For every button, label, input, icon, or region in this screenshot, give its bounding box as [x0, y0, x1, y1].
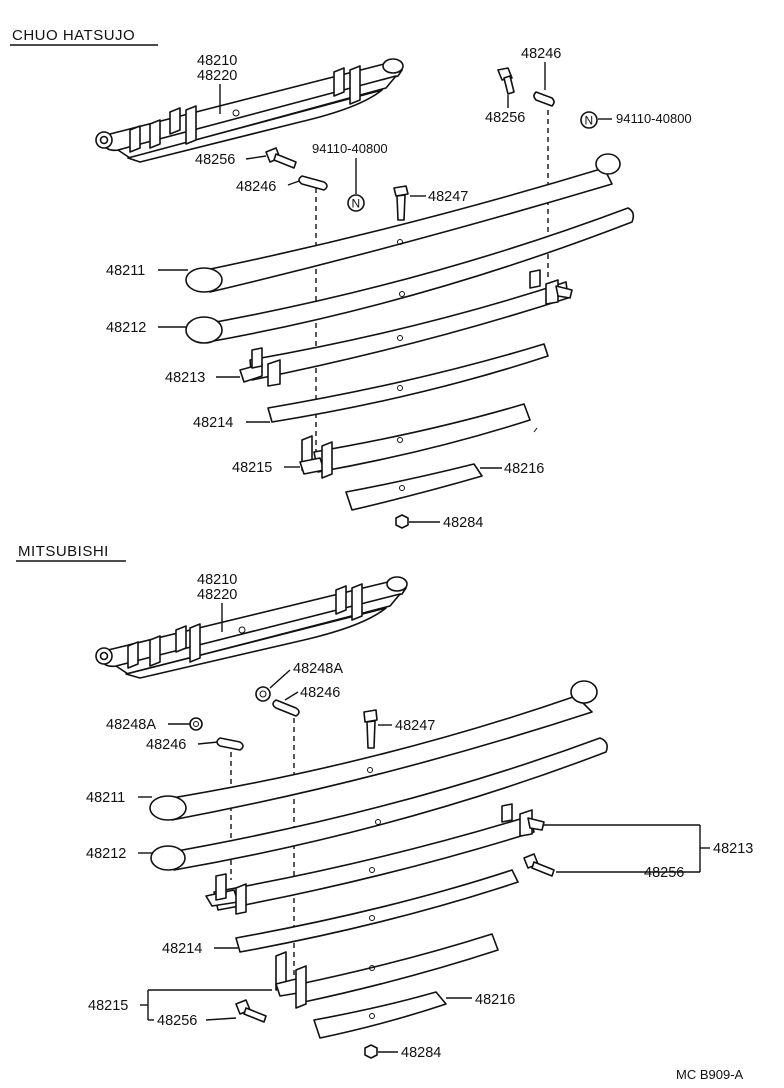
- label-leaf-48215: 48215: [232, 460, 272, 476]
- nut-icon: [364, 1044, 378, 1059]
- leader-bolt-48256-lower: [205, 1017, 237, 1021]
- label-pin-left: 48246: [146, 737, 186, 753]
- bushing-icon: [255, 686, 271, 702]
- leaf-48213: [205, 803, 545, 915]
- leader-bush-center: [269, 669, 291, 689]
- label-pin-48246-right: 48246: [521, 46, 561, 62]
- nut-symbol-right: N: [585, 114, 594, 128]
- bolt-icon: [235, 999, 267, 1023]
- leaf-48216: [313, 991, 447, 1039]
- label-leaf-48213: 48213: [165, 370, 205, 386]
- leaf-48216: [345, 463, 483, 511]
- diagram-code: MC B909-A: [676, 1067, 744, 1082]
- leaf-48211: [185, 153, 621, 293]
- bolt-icon: [265, 147, 297, 169]
- label-bolt-48256-lower: 48256: [157, 1013, 197, 1029]
- nut-icon: [395, 514, 409, 529]
- leaf-48215: [275, 933, 499, 1009]
- section-title-chuo-hatsujo: CHUO HATSUJO: [12, 27, 135, 44]
- pin-icon: [298, 175, 328, 191]
- leader-bolt-48256-left: [245, 155, 267, 160]
- label-assy-48220: 48220: [197, 587, 237, 603]
- leaf-48215: [299, 403, 531, 479]
- label-leaf-48213: 48213: [713, 841, 753, 857]
- leaf-48212: [185, 207, 635, 344]
- bolt-icon: [363, 709, 378, 749]
- bushing-icon: [189, 717, 203, 731]
- label-bolt-48247: 48247: [395, 718, 435, 734]
- label-bolt-48247: 48247: [428, 189, 468, 205]
- nut-symbol-center: N: [352, 197, 361, 211]
- leaf-48213: [239, 269, 573, 387]
- label-leaf-48216: 48216: [475, 992, 515, 1008]
- label-assy-48210: 48210: [197, 53, 237, 69]
- pin-icon: [533, 91, 555, 107]
- leaf-48211: [149, 680, 598, 821]
- label-leaf-48214: 48214: [162, 941, 202, 957]
- nut-icon: N: [347, 194, 365, 212]
- label-bush-left: 48248A: [106, 717, 156, 733]
- section-title-mitsubishi: MITSUBISHI: [18, 543, 109, 560]
- label-assy-48220: 48220: [197, 68, 237, 84]
- section-mitsubishi: MITSUBISHI 48210 48220 48248A: [16, 543, 753, 1061]
- label-bolt-48256-left: 48256: [195, 152, 235, 168]
- label-leaf-48216: 48216: [504, 461, 544, 477]
- label-leaf-48214: 48214: [193, 415, 233, 431]
- leaf-48214: [235, 869, 519, 953]
- label-bolt-48256-right: 48256: [485, 110, 525, 126]
- label-nut-ref-right: 94110-40800: [616, 111, 692, 126]
- label-bolt-48256-right: 48256: [644, 865, 684, 881]
- label-leaf-48212: 48212: [106, 320, 146, 336]
- bolt-icon: [393, 185, 409, 221]
- label-nut-48284: 48284: [443, 515, 483, 531]
- label-assy-48210: 48210: [197, 572, 237, 588]
- label-pin-center: 48246: [300, 685, 340, 701]
- pin-icon: [272, 699, 300, 717]
- pin-icon: [216, 737, 244, 751]
- leaf-48212: [150, 737, 608, 871]
- label-leaf-48215: 48215: [88, 998, 128, 1014]
- label-leaf-48211: 48211: [86, 790, 125, 806]
- label-pin-48246-left: 48246: [236, 179, 276, 195]
- bolt-icon: [523, 853, 555, 877]
- label-leaf-48211: 48211: [106, 263, 145, 279]
- label-leaf-48212: 48212: [86, 846, 126, 862]
- leaf-48214: [267, 343, 549, 423]
- nut-icon: N: [580, 111, 598, 129]
- label-bush-center: 48248A: [293, 661, 343, 677]
- bolt-icon: [497, 67, 515, 95]
- speck-mark: [533, 427, 538, 433]
- section-chuo-hatsujo: CHUO HATSUJO 48210 48220 48256: [10, 27, 692, 531]
- leader-pin-center: [284, 691, 299, 701]
- label-nut-ref-center: 94110-40800: [312, 141, 388, 156]
- leader-pin-left: [197, 741, 219, 745]
- spring-assembly-mitsubishi: [95, 576, 408, 679]
- label-nut-48284: 48284: [401, 1045, 441, 1061]
- spring-assembly-chuo: [95, 58, 404, 163]
